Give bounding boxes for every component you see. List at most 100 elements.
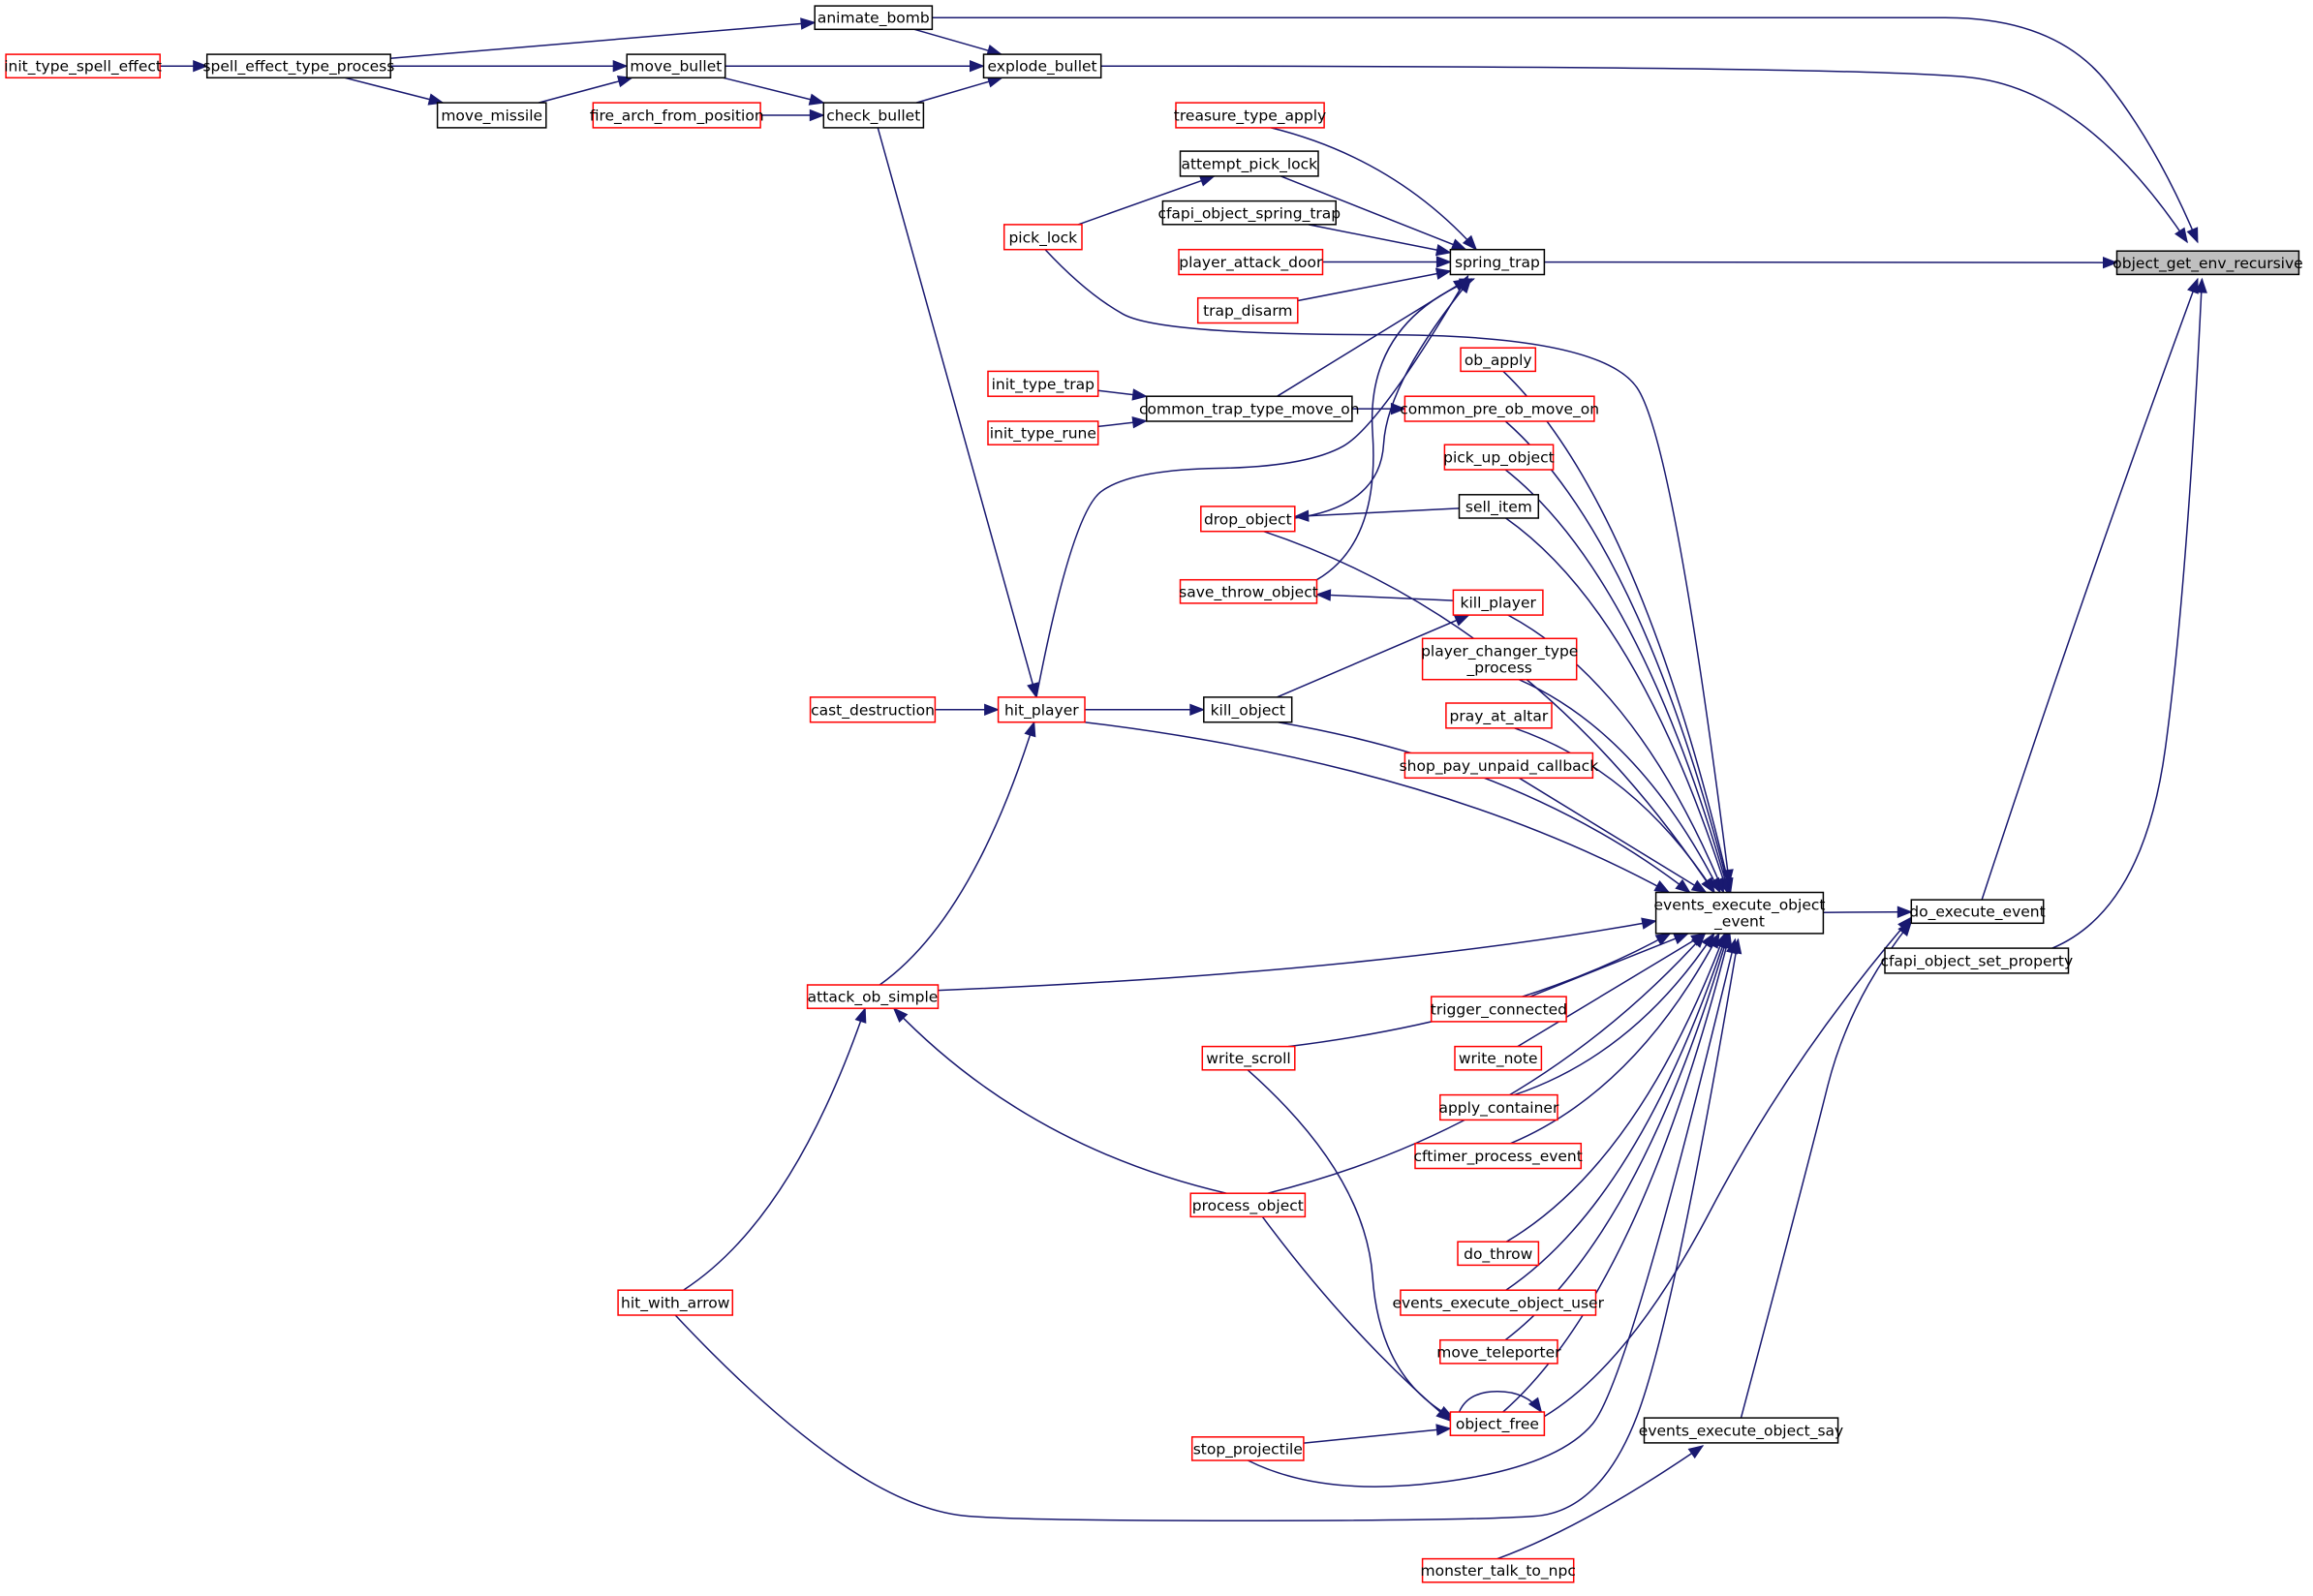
node-box[interactable] [1201,1045,1296,1071]
node-box[interactable] [592,102,761,129]
node-spell-effect-type-process[interactable]: spell_effect_type_process [202,53,394,79]
node-pick-lock[interactable]: pick_lock [1002,224,1083,251]
node-box[interactable] [1421,1557,1575,1583]
node-box[interactable] [987,420,1099,445]
node-box[interactable] [205,53,391,79]
node-box[interactable] [436,102,547,129]
node-box[interactable] [814,5,934,31]
node-box[interactable] [809,696,937,723]
node-spring-trap[interactable]: spring_trap [1449,248,1546,276]
node-treasure-type-apply[interactable]: treasure_type_apply [1174,102,1326,129]
node-box[interactable] [1189,1192,1307,1218]
node-hit-player[interactable]: hit_player [997,696,1086,723]
node-cast-destruction[interactable]: cast_destruction [809,696,937,723]
node-do-throw[interactable]: do_throw [1457,1241,1540,1267]
node-move-teleporter[interactable]: move_teleporter [1436,1338,1561,1365]
node-move-bullet[interactable]: move_bullet [626,53,726,79]
node-box[interactable] [1884,947,2070,974]
node-shop-pay-unpaid-callback[interactable]: shop_pay_unpaid_callback [1400,752,1599,780]
node-move-missile[interactable]: move_missile [436,102,547,129]
node-write-scroll[interactable]: write_scroll [1201,1045,1296,1071]
node-box[interactable] [1445,702,1553,729]
node-save-throw-object[interactable]: save_throw_object [1179,578,1318,604]
node-box[interactable] [1203,696,1293,723]
node-box[interactable] [1654,891,1825,935]
node-ob-apply[interactable]: ob_apply [1460,347,1537,373]
node-pick-up-object[interactable]: pick_up_object [1443,444,1555,471]
node-box[interactable] [1457,1241,1540,1267]
node-common-trap-type-move-on[interactable]: common_trap_type_move_on [1139,395,1360,422]
node-box[interactable] [2115,250,2300,276]
node-events-execute-object-user[interactable]: events_execute_object_user [1392,1289,1605,1316]
node-object-free[interactable]: object_free [1449,1411,1546,1436]
node-box[interactable] [1175,102,1325,129]
node-box[interactable] [1458,494,1540,519]
node-box[interactable] [1403,752,1594,780]
node-box[interactable] [806,984,940,1009]
node-box[interactable] [1414,1142,1583,1170]
node-box[interactable] [5,53,161,79]
node-box[interactable] [1643,1417,1839,1444]
node-box[interactable] [1403,395,1595,422]
node-box[interactable] [822,102,925,129]
node-sell-item[interactable]: sell_item [1458,494,1540,519]
node-kill-object[interactable]: kill_object [1203,696,1293,723]
node-box[interactable] [1443,444,1555,471]
node-check-bullet[interactable]: check_bullet [822,102,925,129]
node-box[interactable] [1430,996,1567,1023]
node-drop-object[interactable]: drop_object [1200,506,1296,533]
node-box[interactable] [1178,248,1324,276]
node-init-type-spell-effect[interactable]: init_type_spell_effect [4,53,162,79]
node-box[interactable] [1145,395,1353,422]
node-box[interactable] [982,53,1102,79]
node-box[interactable] [1910,899,2045,925]
node-init-type-trap[interactable]: init_type_trap [987,370,1099,397]
node-box[interactable] [1161,200,1337,226]
node-box[interactable] [1400,1289,1597,1316]
node-stop-projectile[interactable]: stop_projectile [1190,1436,1305,1461]
node-box[interactable] [1454,1045,1543,1071]
node-fire-arch-from-position[interactable]: fire_arch_from_position [590,102,764,129]
node-animate-bomb[interactable]: animate_bomb [814,5,934,31]
node-explode-bullet[interactable]: explode_bullet [982,53,1102,79]
node-box[interactable] [1460,347,1537,373]
node-box[interactable] [1190,1436,1305,1461]
node-box[interactable] [1179,578,1318,604]
node-monster-talk-to-npc[interactable]: monster_talk_to_npc [1421,1557,1576,1583]
node-box[interactable] [1452,589,1544,616]
node-do-execute-event[interactable]: do_execute_event [1909,899,2046,925]
node-box[interactable] [1421,637,1578,681]
node-hit-with-arrow[interactable]: hit_with_arrow [617,1289,734,1316]
node-cfapi-object-set-property[interactable]: cfapi_object_set_property [1880,947,2073,974]
node-box[interactable] [1179,150,1319,177]
node-attempt-pick-lock[interactable]: attempt_pick_lock [1179,150,1319,177]
node-box[interactable] [626,53,726,79]
node-trap-disarm[interactable]: trap_disarm [1196,296,1299,324]
node-events-execute-object-event[interactable]: events_execute_object_event [1654,891,1826,935]
node-cfapi-object-spring-trap[interactable]: cfapi_object_spring_trap [1157,200,1341,226]
node-kill-player[interactable]: kill_player [1452,589,1544,616]
node-pray-at-altar[interactable]: pray_at_altar [1445,702,1553,729]
node-box[interactable] [1439,1338,1558,1365]
node-apply-container[interactable]: apply_container [1438,1093,1559,1121]
node-box[interactable] [997,696,1086,723]
node-events-execute-object-say[interactable]: events_execute_object_say [1639,1417,1843,1444]
node-write-note[interactable]: write_note [1454,1045,1543,1071]
node-cftimer-process-event[interactable]: cftimer_process_event [1414,1142,1583,1170]
node-init-type-rune[interactable]: init_type_rune [987,420,1099,445]
node-box[interactable] [1002,224,1083,251]
node-player-changer-type-process[interactable]: player_changer_type_process [1421,637,1578,681]
node-common-pre-ob-move-on[interactable]: common_pre_ob_move_on [1400,395,1599,422]
node-box[interactable] [1449,1411,1546,1436]
node-player-attack-door[interactable]: player_attack_door [1178,248,1324,276]
node-box[interactable] [1439,1093,1558,1121]
node-box[interactable] [1196,296,1299,324]
node-object-get-env-recursive[interactable]: object_get_env_recursive [2113,250,2303,276]
node-box[interactable] [617,1289,734,1316]
node-trigger-connected[interactable]: trigger_connected [1430,996,1567,1023]
node-box[interactable] [987,370,1099,397]
node-process-object[interactable]: process_object [1189,1192,1307,1218]
node-box[interactable] [1200,506,1296,533]
node-attack-ob-simple[interactable]: attack_ob_simple [806,984,940,1009]
node-box[interactable] [1449,248,1546,276]
